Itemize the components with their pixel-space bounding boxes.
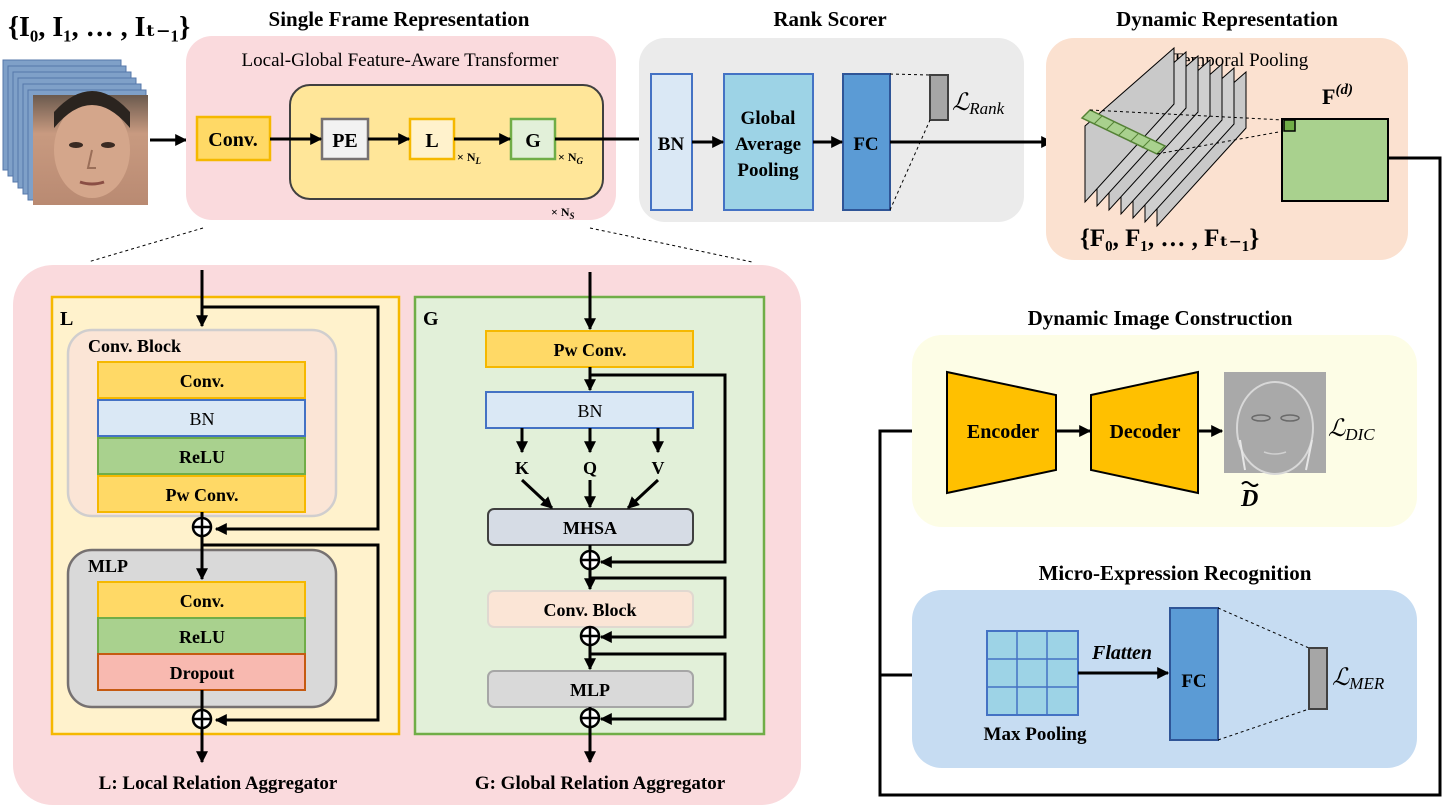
mlp-title: MLP: [88, 556, 128, 576]
frames-label: {I₀, I₁, … , Iₜ₋₁}: [8, 12, 190, 43]
fd-pixel: [1283, 119, 1296, 132]
times-ng: × NG: [558, 150, 584, 166]
feature-map-stack: [1080, 46, 1247, 228]
sfr-conv-label: Conv.: [208, 129, 257, 151]
max-pooling-label: Max Pooling: [984, 724, 1087, 745]
l-pwconv-label: Pw Conv.: [165, 485, 238, 505]
rank-loss-label: ℒRank: [952, 90, 1005, 118]
pe-box: [320, 117, 370, 161]
mer-dash-bottom: [1217, 708, 1310, 741]
l-agg-tag: L: [60, 308, 73, 330]
times-nl: × NL: [457, 150, 482, 166]
zoom-dash-left: [87, 227, 204, 263]
rank-panel: [639, 38, 1024, 222]
l-add2-icon: [191, 708, 213, 730]
l-relu-box: [97, 437, 306, 475]
g-box: [509, 117, 557, 161]
encoder-shape: [946, 370, 1057, 495]
dyn-title: Dynamic Representation: [1116, 7, 1338, 31]
dynamic-image: [1224, 372, 1326, 475]
loop-to-maxpool: [878, 156, 1442, 797]
g-caption: G: Global Relation Aggregator: [475, 773, 726, 794]
features-label: {F₀, F₁, … , Fₜ₋₁}: [1080, 225, 1259, 252]
g-bn-label: BN: [577, 401, 602, 421]
rank-fc-label: FC: [853, 134, 878, 155]
dic-loss-label: ℒDIC: [1328, 416, 1375, 444]
g-k-to-mhsa: [520, 478, 554, 510]
q-label: Q: [583, 458, 597, 478]
mer-dash-top: [1217, 607, 1310, 649]
d-tilde-label: D: [1240, 486, 1258, 512]
gap-line3: Pooling: [737, 160, 799, 181]
rank-bn-label: BN: [658, 134, 685, 155]
gap-line2: Average: [735, 134, 801, 155]
decoder-label: Decoder: [1109, 421, 1180, 443]
mer-title: Micro-Expression Recognition: [1039, 561, 1312, 585]
face-frame-stack: [2, 59, 148, 205]
max-pooling-grid: [986, 630, 1079, 716]
dyn-dash-top: [1089, 109, 1285, 121]
pe-label: PE: [332, 130, 358, 152]
mer-fc-box: [1169, 607, 1219, 741]
mer-fc-label: FC: [1181, 671, 1206, 692]
l-conv-label: Conv.: [180, 371, 225, 391]
mlp-relu-label: ReLU: [179, 627, 225, 647]
g-skip3: [590, 652, 727, 725]
rank-dash-top: [889, 73, 931, 76]
mhsa-label: MHSA: [563, 518, 617, 538]
gap-line1: Global: [741, 108, 796, 129]
l-conv-box: [97, 361, 306, 399]
dic-title: Dynamic Image Construction: [1028, 306, 1293, 330]
k-label: K: [515, 458, 529, 478]
mlp-relu-box: [97, 617, 306, 655]
rank-title: Rank Scorer: [773, 7, 886, 31]
l-bn-label: BN: [189, 409, 214, 429]
times-ns: × NS: [551, 205, 575, 221]
g-add1-icon: [579, 549, 601, 571]
g-skip1: [590, 373, 727, 568]
g-pwconv-label: Pw Conv.: [553, 340, 626, 360]
fd-label: F(d): [1322, 82, 1353, 109]
rank-bn-box: [650, 73, 693, 211]
g-skip2: [590, 576, 727, 643]
zoom-dash-right: [589, 227, 753, 263]
rank-dash-bottom: [889, 119, 931, 211]
flatten-label: Flatten: [1091, 642, 1152, 664]
l-box: [408, 117, 456, 161]
g-convblock-label: Conv. Block: [543, 600, 636, 620]
mer-loss-label: ℒMER: [1332, 665, 1385, 693]
g-add3-icon: [579, 707, 601, 729]
sfr-conv-box: [195, 115, 272, 162]
encoder-label: Encoder: [967, 421, 1039, 443]
l-bn-box: [97, 399, 306, 437]
d-tilde-mark: [1241, 481, 1259, 487]
conv-block-title: Conv. Block: [88, 336, 181, 356]
l-label: L: [425, 130, 438, 152]
l-skip1: [202, 305, 380, 535]
g-v-to-mhsa: [626, 478, 660, 510]
decoder-shape: [1090, 370, 1199, 495]
l-caption: L: Local Relation Aggregator: [99, 773, 338, 794]
g-label: G: [525, 130, 541, 152]
g-mlp-label: MLP: [570, 680, 610, 700]
rank-loss-box: [929, 74, 949, 121]
mer-loss-box: [1308, 647, 1328, 710]
sfr-subtitle: Local-Global Feature-Aware Transformer: [242, 50, 560, 71]
rank-fc-box: [842, 73, 891, 211]
fd-box: [1281, 118, 1389, 202]
v-label: V: [652, 458, 665, 478]
dropout-label: Dropout: [170, 663, 235, 683]
g-add2-icon: [579, 625, 601, 647]
l-add1-icon: [191, 516, 213, 538]
mlp-conv-label: Conv.: [180, 591, 225, 611]
gap-box: [723, 73, 814, 211]
l-skip2: [202, 543, 380, 726]
g-agg-tag: G: [423, 308, 439, 330]
sfr-title: Single Frame Representation: [269, 7, 530, 31]
l-relu-label: ReLU: [179, 447, 225, 467]
